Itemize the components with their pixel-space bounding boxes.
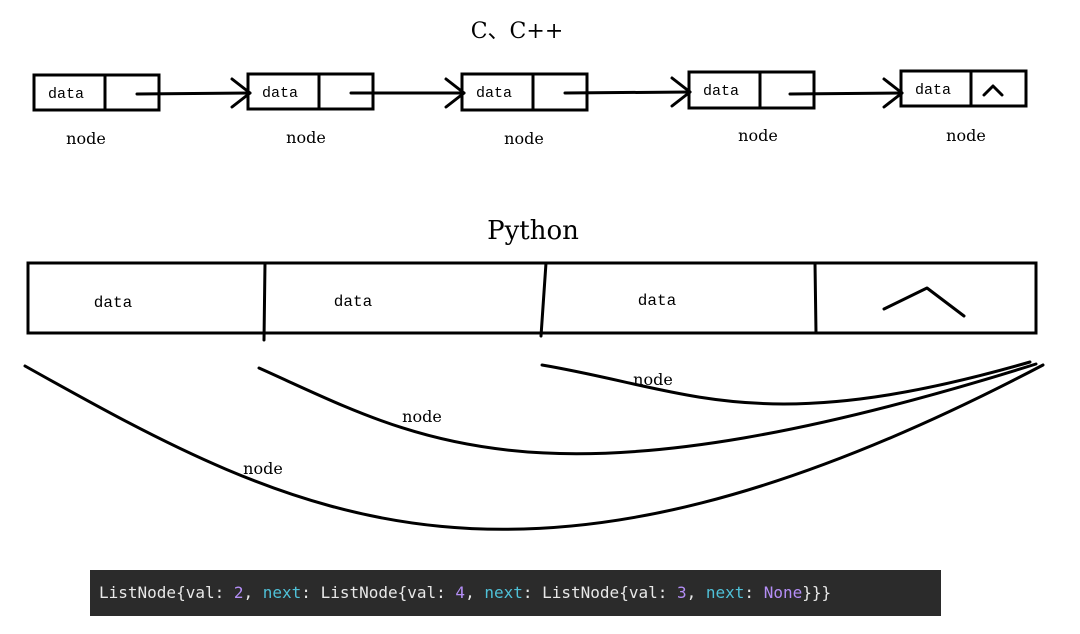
null-pointer-icon xyxy=(882,286,966,318)
node-data-label: data xyxy=(476,85,512,102)
list-outline xyxy=(26,261,1038,335)
c-node-3: data node xyxy=(460,72,589,148)
cell-data-label: data xyxy=(334,293,373,311)
arrow-2 xyxy=(349,77,466,109)
code-token-plain: : ListNode{val: xyxy=(522,583,677,602)
arrow-4 xyxy=(788,77,904,109)
node-label: node xyxy=(946,126,986,145)
node-box xyxy=(899,69,1028,108)
code-token-kw: next xyxy=(705,583,745,602)
code-token-kw: next xyxy=(484,583,523,602)
curve-node-label: node xyxy=(402,407,442,426)
node-curve-2 xyxy=(257,362,1038,456)
node-label: node xyxy=(286,128,326,147)
cell-divider xyxy=(813,261,818,335)
code-token-plain: ListNode{val: xyxy=(99,583,234,602)
node-label: node xyxy=(738,126,778,145)
code-output-bar: ListNode{val: 2, next: ListNode{val: 4, … xyxy=(90,570,941,616)
cell-data-label: data xyxy=(94,294,133,312)
code-token-plain: , xyxy=(686,583,706,602)
arrow-1 xyxy=(135,77,252,109)
node-box xyxy=(687,70,816,110)
c-node-5: data node xyxy=(899,69,1028,145)
node-data-label: data xyxy=(48,86,84,103)
cell-data-label: data xyxy=(638,292,677,310)
code-token-plain: , xyxy=(465,583,485,602)
node-curve-1 xyxy=(23,363,1045,531)
node-data-label: data xyxy=(703,83,739,100)
code-token-plain: , xyxy=(243,583,263,602)
c-node-4: data node xyxy=(687,70,816,145)
node-label: node xyxy=(504,129,544,148)
code-token-num: 4 xyxy=(455,583,466,602)
c-cpp-title: C、C++ xyxy=(471,19,564,44)
python-title: Python xyxy=(487,216,579,246)
node-curve-3 xyxy=(540,360,1032,406)
curve-node-label: node xyxy=(243,459,283,478)
code-token-num: 3 xyxy=(676,583,687,602)
code-token-none: None xyxy=(763,583,803,602)
node-data-label: data xyxy=(915,82,951,99)
cell-divider xyxy=(262,261,267,342)
python-list-box: data data data xyxy=(26,261,1038,342)
c-node-1: data node xyxy=(32,73,161,148)
c-node-2: data node xyxy=(246,72,375,147)
arrow-3 xyxy=(563,76,692,108)
code-token-plain: : ListNode{val: xyxy=(301,583,456,602)
node-data-label: data xyxy=(262,85,298,102)
cell-divider xyxy=(539,261,548,338)
code-token-kw: next xyxy=(262,583,302,602)
null-pointer-icon xyxy=(982,84,1004,97)
curve-node-label: node xyxy=(633,370,673,389)
code-token-plain: : xyxy=(744,583,764,602)
code-token-plain: }}} xyxy=(802,583,832,602)
code-token-num: 2 xyxy=(233,583,244,602)
node-label: node xyxy=(66,129,106,148)
